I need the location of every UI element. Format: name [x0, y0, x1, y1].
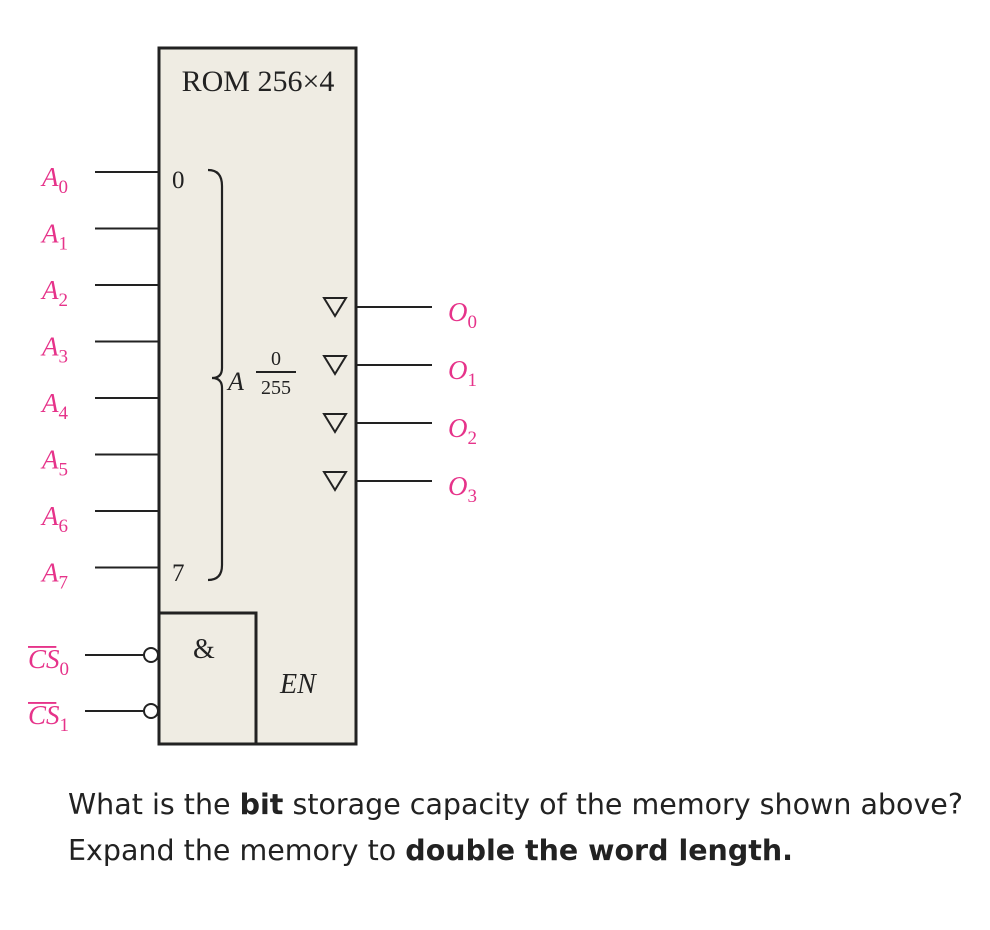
output-buffer-triangle [322, 413, 348, 434]
chip-select-label-cs0: CS0 [28, 644, 69, 680]
output-buffer-triangle [322, 355, 348, 376]
address-fraction-top: 0 [271, 348, 281, 370]
question-line-2: Expand the memory to double the word len… [68, 834, 793, 867]
output-label-o2: O2 [448, 413, 477, 449]
address-label-a3: A3 [40, 332, 68, 368]
question-line-1: What is the bit storage capacity of the … [68, 788, 963, 821]
address-label-a2: A2 [40, 275, 68, 311]
address-label-a4: A4 [40, 388, 69, 424]
address-brace [207, 168, 224, 582]
chip-select-label-cs1: CS1 [28, 700, 69, 736]
inversion-bubble [143, 703, 159, 719]
output-label-o0: O0 [448, 297, 477, 333]
address-fraction-bottom: 255 [261, 377, 291, 399]
output-buffer-triangle [322, 297, 348, 318]
address-label-a5: A5 [40, 445, 68, 481]
enable-label: EN [279, 669, 317, 700]
output-label-o1: O1 [448, 355, 477, 391]
and-gate-block [157, 611, 258, 746]
rom-title: ROM 256×4 [182, 65, 335, 98]
and-gate-label: & [193, 634, 215, 665]
address-symbol: A [226, 367, 244, 396]
question-text: What is the bit storage capacity of the … [68, 782, 978, 874]
address-label-a0: A0 [40, 162, 68, 198]
address-label-a6: A6 [40, 501, 68, 537]
inversion-bubble [143, 647, 159, 663]
range-end-label: 7 [172, 560, 185, 587]
address-label-a7: A7 [40, 558, 68, 594]
output-label-o3: O3 [448, 471, 477, 507]
output-buffer-triangle [322, 471, 348, 492]
address-label-a1: A1 [40, 219, 68, 255]
range-start-label: 0 [172, 167, 185, 194]
